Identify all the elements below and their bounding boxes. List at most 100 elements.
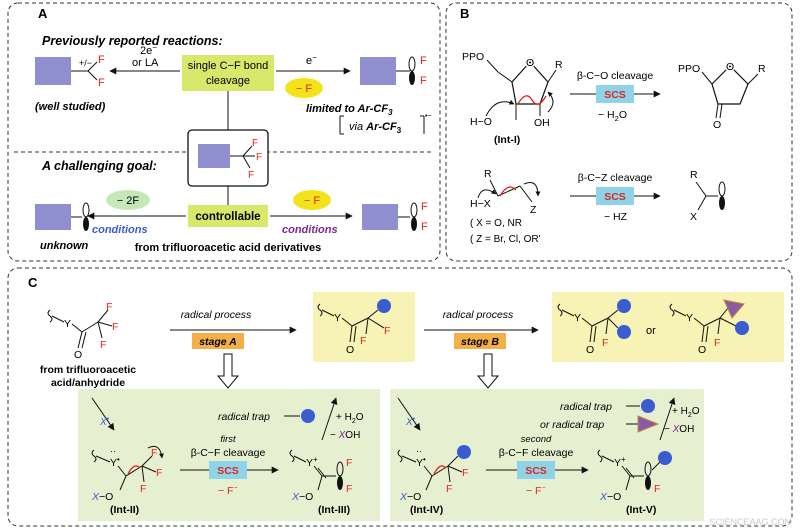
o-atom: O [586, 344, 594, 356]
ketone-oxygen: O [713, 119, 721, 131]
minus-xoh-a: − XOH [330, 430, 360, 441]
controllable-box [188, 205, 268, 227]
x-o-label: X−O [399, 491, 421, 503]
radical-group-circle [658, 451, 672, 465]
scs-label: SCS [604, 89, 626, 101]
ketone-product: PPO O O R O [678, 60, 766, 132]
cleave-2-label: β-C−Z cleavage [578, 172, 653, 184]
fluorine-label: F [140, 483, 146, 495]
stage-b-label: stage B [461, 336, 499, 348]
fluorine-label: F [252, 138, 258, 149]
minus-f-badge-bottom [293, 190, 331, 210]
generic-substrate: R Z H−X ( X = O, NR ( Z = Br, Cl, OR' [470, 168, 541, 245]
fluorine-label: F [714, 337, 720, 349]
o-atom: O [74, 349, 82, 361]
x-definition: ( X = O, NR [470, 218, 522, 229]
stage-a-product: Y O F F [317, 299, 391, 356]
fluorine-label: F [462, 467, 468, 479]
panel-b: B PPO O O R H−O OH (Int-I) β-C−O cleavag… [445, 2, 793, 262]
well-studied-label: (well studied) [35, 101, 106, 113]
radical-process-a: radical process [181, 309, 252, 321]
panel-a: A Previously reported reactions: +/− F F… [7, 2, 441, 262]
limited-to-label: limited to Ar-CF3 [306, 103, 393, 117]
x-product: X [690, 211, 697, 223]
radical-group-circle [377, 299, 391, 313]
x-o-label: X−O [91, 491, 113, 503]
or-la-label: or LA [132, 57, 159, 69]
unknown-label: unknown [40, 240, 89, 252]
alkenyl-triangle [723, 299, 745, 319]
center-box-line1: single C−F bond [188, 60, 268, 72]
radical-group-circle [735, 321, 749, 335]
x-o-label: X−O [291, 491, 313, 503]
radical-trap-circle [301, 409, 315, 423]
from-tfa-label: from trifluoroacetic acid derivatives [135, 242, 321, 254]
minus-2f-text: − 2F [117, 195, 140, 207]
fluorine-label: F [602, 337, 608, 349]
fluorine-label: F [346, 457, 352, 469]
stage-b-product-1: Y O F [557, 299, 631, 356]
fluorine-label: F [256, 152, 262, 163]
fluorine-label: F [106, 301, 112, 313]
stage-b-product-2: Y O F [669, 299, 749, 356]
aryl-square-left-bottom [35, 204, 71, 230]
int-3-structure: Y+ X−O F F (Int-III) [289, 449, 352, 516]
y-atom: Y [574, 312, 581, 324]
x-o-label: X−O [599, 491, 621, 503]
orbital-lobe [83, 217, 89, 231]
radical-anion-sup: •− [425, 113, 432, 120]
y-atom: Y [686, 312, 693, 324]
panel-a-border [7, 2, 441, 262]
plus-h2o-b: + H2O [672, 406, 700, 419]
fluorine-label: F [446, 483, 452, 495]
o-atom: O [346, 344, 354, 356]
int-5-structure: Y+ X−O F (Int-V) [597, 449, 672, 516]
challenging-heading: A challenging goal: [41, 159, 157, 173]
orbital-lobe [409, 71, 415, 85]
fluorine-label: F [654, 483, 660, 495]
fluorine-label: F [98, 54, 105, 66]
single-cf-cleavage-box [182, 55, 274, 91]
svg-text:··: ·· [416, 446, 422, 456]
fluorine-label: F [420, 75, 427, 87]
scs-box-c1 [209, 461, 247, 479]
first-label: first [220, 434, 236, 445]
x-radical: X• [405, 416, 416, 428]
scs-label: SCS [217, 465, 239, 477]
stage-a-product-box [313, 292, 415, 362]
int-4-label: (Int-IV) [410, 504, 443, 516]
hollow-arrow-b [476, 353, 500, 389]
minus-2f-badge [106, 190, 150, 210]
fluorine-label: F [420, 55, 427, 67]
radical-group-circle [457, 445, 471, 459]
plus-h2o-a: + H2O [336, 412, 364, 425]
fluorine-label: F [100, 339, 106, 351]
int-1-structure: PPO O O R H−O OH (Int-I) [462, 51, 563, 146]
second-label: second [521, 434, 552, 445]
scs-label: SCS [604, 191, 626, 203]
fluorine-label: F [156, 467, 162, 479]
previously-heading: Previously reported reactions: [42, 34, 223, 48]
scs-box-b2 [596, 187, 634, 205]
r-right: R [758, 63, 766, 75]
or-label: or [646, 325, 656, 337]
y-atom: Y• [416, 455, 426, 469]
fluorine-label: F [346, 483, 352, 495]
orbital-lobe [411, 217, 417, 231]
radical-trap-triangle [637, 415, 660, 433]
aryl-square-right-top [360, 57, 396, 85]
charge-label: +/− [79, 58, 92, 68]
radical-trap-circle [641, 399, 655, 413]
radical-process-b: radical process [443, 309, 514, 321]
minus-f-text: − F [296, 83, 312, 95]
orbital-lobe [408, 56, 416, 72]
cleave-1-label: β-C−O cleavage [577, 70, 654, 82]
minus-f-badge-top [285, 78, 323, 98]
svg-text:O: O [726, 61, 734, 73]
panel-b-letter: B [460, 6, 469, 21]
int-2-label: (Int-II) [110, 504, 139, 516]
enol-product: R X [690, 169, 726, 223]
int-2-structure: Y• ·· X−O F F F (Int-II) [91, 445, 164, 516]
aryl-square-left-top [35, 57, 71, 85]
